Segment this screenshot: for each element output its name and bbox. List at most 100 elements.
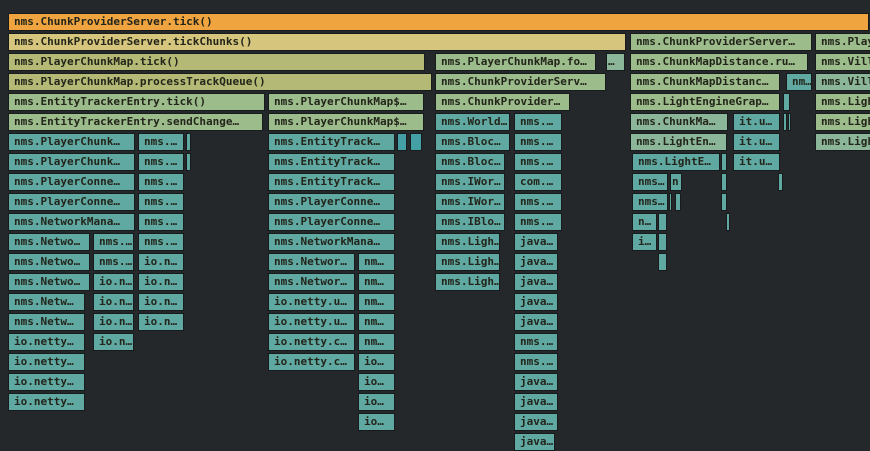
flame-frame-sliver[interactable] <box>675 193 681 211</box>
flame-frame[interactable]: io.netty.c… <box>268 353 355 371</box>
flame-frame[interactable]: nms.… <box>138 193 184 211</box>
flame-frame[interactable]: nms.Vill <box>815 53 870 71</box>
flame-frame[interactable]: io… <box>358 413 395 431</box>
flame-frame[interactable]: nms.ChunkMapDistance.ru… <box>630 53 808 71</box>
flame-frame[interactable]: nms.EntityTrack… <box>268 133 395 151</box>
flame-frame[interactable]: nms.… <box>514 133 562 151</box>
flame-frame[interactable]: nm… <box>786 73 812 91</box>
flame-frame-sliver[interactable] <box>186 153 191 171</box>
flame-frame-sliver[interactable] <box>783 113 787 131</box>
flame-frame[interactable]: io… <box>358 353 395 371</box>
flame-frame[interactable]: nms… <box>632 173 668 191</box>
flame-frame[interactable]: nms.… <box>514 333 558 351</box>
flame-frame[interactable]: nms.… <box>93 253 134 271</box>
flame-frame[interactable]: java… <box>514 373 558 391</box>
flame-frame[interactable]: nms.PlayerChunkMap.tick() <box>8 53 425 71</box>
flame-frame[interactable]: nms.ChunkProvider… <box>435 93 570 111</box>
flame-frame-sliver[interactable] <box>658 213 667 231</box>
flame-frame[interactable]: java… <box>514 413 558 431</box>
flame-frame[interactable]: io… <box>358 373 395 391</box>
flame-frame[interactable]: io.n… <box>93 313 134 331</box>
flame-frame[interactable]: nm… <box>358 253 395 271</box>
flame-frame[interactable]: nms.Ligh… <box>435 253 500 271</box>
flame-frame-sliver[interactable] <box>669 193 672 211</box>
flame-frame[interactable]: it.u… <box>733 133 780 151</box>
flame-frame[interactable]: nms.Ligh <box>815 113 870 131</box>
flame-frame[interactable]: nms.Ligh… <box>435 233 500 251</box>
flame-frame[interactable]: nms.IWor… <box>435 193 505 211</box>
flame-frame[interactable]: nms.… <box>514 213 562 231</box>
flame-frame-sliver[interactable] <box>726 213 730 231</box>
flame-frame[interactable]: nm… <box>358 273 395 291</box>
flame-frame[interactable]: nms.PlayerChunkMap$… <box>268 113 424 131</box>
flame-frame[interactable]: nms.PlayerChunkMap.fo… <box>435 53 596 71</box>
flame-frame[interactable]: nm… <box>358 313 395 331</box>
flame-frame[interactable]: nms.NetworkMana… <box>8 213 135 231</box>
flame-frame[interactable]: java… <box>514 433 555 451</box>
flame-frame[interactable]: io.n… <box>138 273 184 291</box>
flame-frame[interactable]: nms.ChunkMapDistanc… <box>630 73 780 91</box>
flame-frame[interactable]: nms.IWor… <box>435 173 505 191</box>
flame-frame[interactable]: … <box>606 53 625 71</box>
flame-frame[interactable]: nms.… <box>514 153 562 171</box>
flame-frame[interactable]: nms.EntityTrack… <box>268 153 395 171</box>
flame-frame[interactable]: nms.PlayerConne… <box>8 173 135 191</box>
flame-frame[interactable]: nms.NetworkMana… <box>268 233 395 251</box>
flame-frame[interactable]: nms.Vill <box>815 73 870 91</box>
flame-frame[interactable]: nms.PlayerChunkMap$… <box>268 93 424 111</box>
flame-frame[interactable]: io.netty.u… <box>268 313 355 331</box>
flame-frame[interactable]: nms.Bloc… <box>435 133 510 151</box>
flame-frame[interactable]: nms.ChunkProviderServer.tickChunks() <box>8 33 626 51</box>
flame-frame[interactable]: it.u… <box>733 153 780 171</box>
flame-frame[interactable]: io.n… <box>138 293 184 311</box>
flame-frame[interactable]: nms.Networ… <box>268 273 355 291</box>
flame-frame[interactable]: nms.Bloc… <box>435 153 505 171</box>
flame-frame[interactable]: nms.PlayerChunkMap.processTrackQueue() <box>8 73 432 91</box>
flame-frame[interactable]: nms.… <box>138 213 184 231</box>
flame-frame[interactable]: nms.… <box>514 353 558 371</box>
flame-frame[interactable]: nms.Play <box>815 33 870 51</box>
flame-frame[interactable]: i… <box>632 233 657 251</box>
flame-frame[interactable]: nms.… <box>138 153 184 171</box>
flame-frame[interactable]: io.n… <box>138 253 184 271</box>
flame-frame[interactable]: nms.PlayerConne… <box>268 193 395 211</box>
flame-frame[interactable]: nms.PlayerChunk… <box>8 133 135 151</box>
flame-frame[interactable]: nms.… <box>138 233 184 251</box>
flame-frame[interactable]: io.netty.u… <box>268 293 355 311</box>
flame-frame[interactable]: nms.Netw… <box>8 293 85 311</box>
flame-frame[interactable]: nms.PlayerChunk… <box>8 153 135 171</box>
flame-frame[interactable]: nm… <box>358 333 395 351</box>
flame-frame[interactable]: nms.World… <box>435 113 510 131</box>
flame-frame[interactable]: io.netty… <box>8 393 85 411</box>
flame-frame-sliver[interactable] <box>721 153 727 171</box>
flame-frame[interactable]: nms.… <box>514 113 562 131</box>
flame-frame[interactable]: nms.ChunkMa… <box>630 113 728 131</box>
flame-frame[interactable]: nms.Ligh <box>815 133 870 151</box>
flame-frame[interactable]: io.netty… <box>8 333 85 351</box>
flame-frame[interactable]: nms.Netwo… <box>8 233 90 251</box>
flame-frame[interactable]: nms.… <box>138 133 184 151</box>
flame-frame-sliver[interactable] <box>397 133 407 151</box>
flame-frame[interactable]: io.netty… <box>8 373 85 391</box>
flame-frame[interactable]: nms.EntityTrackerEntry.tick() <box>8 93 265 111</box>
flame-frame[interactable]: java… <box>514 313 558 331</box>
flame-frame[interactable]: nms.EntityTrack… <box>268 173 395 191</box>
flame-frame[interactable]: nms… <box>632 193 668 211</box>
flame-frame[interactable]: nms.… <box>93 233 134 251</box>
flame-frame[interactable]: nms.LightEn… <box>630 133 727 151</box>
flame-frame[interactable]: java… <box>514 233 558 251</box>
flame-frame-sliver[interactable] <box>721 193 727 211</box>
flame-frame[interactable]: nms.… <box>138 173 184 191</box>
flame-frame[interactable]: nms.EntityTrackerEntry.sendChange… <box>8 113 263 131</box>
flame-frame[interactable]: java… <box>514 273 558 291</box>
flame-frame[interactable]: io.n… <box>93 273 134 291</box>
flame-frame[interactable]: nms.Netw… <box>8 313 85 331</box>
flame-frame[interactable]: n <box>670 173 682 191</box>
flame-frame[interactable]: n… <box>632 213 657 231</box>
flame-frame-sliver[interactable] <box>410 133 422 151</box>
flame-frame[interactable]: io.netty.c… <box>268 333 355 351</box>
flame-frame-sliver[interactable] <box>778 173 783 191</box>
flame-frame[interactable]: nms.ChunkProviderServ… <box>435 73 606 91</box>
flame-frame-sliver[interactable] <box>658 233 667 251</box>
flame-frame[interactable]: java… <box>514 253 558 271</box>
